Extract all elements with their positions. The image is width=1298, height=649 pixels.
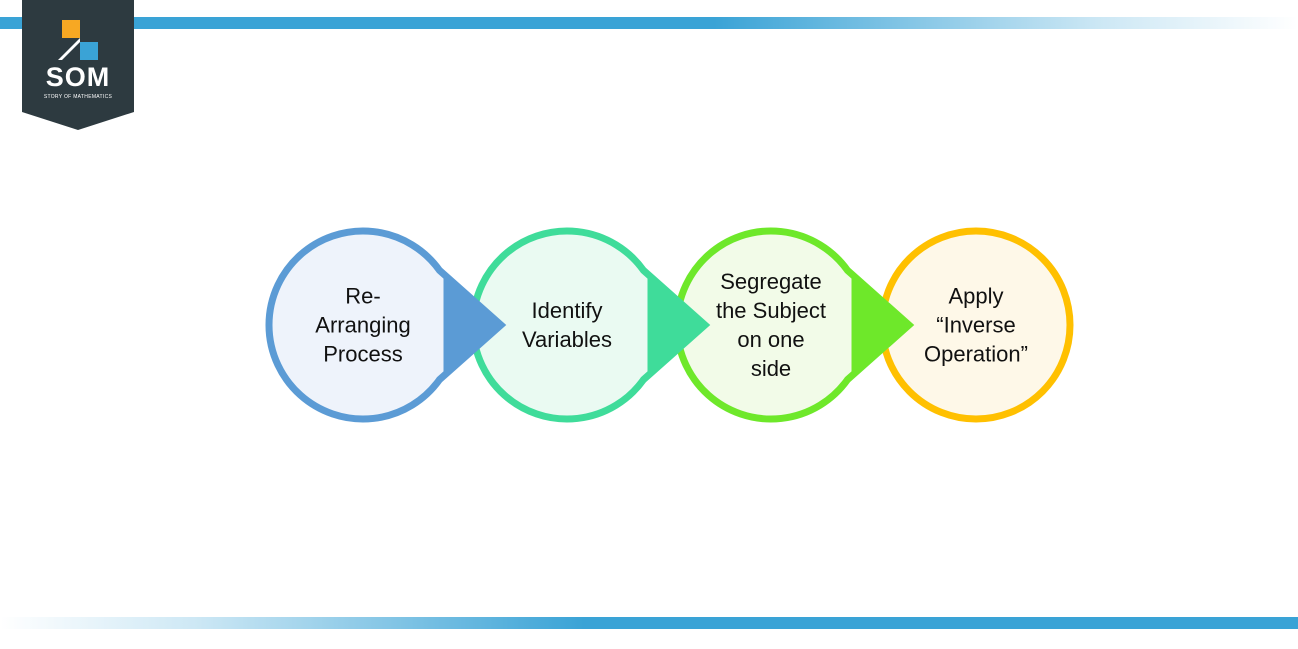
- step-label-line: the Subject: [715, 298, 827, 323]
- logo-white-slash: [58, 38, 80, 60]
- step-label-line: Segregate: [720, 269, 822, 294]
- logo-tagline: STORY OF MATHEMATICS: [43, 94, 113, 100]
- process-step-1: [265, 227, 507, 423]
- step-shape: [265, 227, 507, 423]
- logo-badge-shape: [22, 0, 134, 130]
- step-label-line: on one: [737, 327, 805, 352]
- step-label-line: “Inverse: [936, 312, 1016, 338]
- step-label-line: Identify: [531, 298, 603, 323]
- step-label-line: Arranging: [315, 312, 411, 338]
- step-label-line: Re-: [345, 283, 381, 309]
- logo-orange-curve: [62, 20, 80, 38]
- step-label-line: Process: [323, 341, 403, 367]
- step-label-line: Operation”: [924, 341, 1028, 367]
- step-label-3: Segregate the Subject on one side: [696, 267, 846, 383]
- step-label-line: Variables: [521, 327, 613, 352]
- step-arrow-tip: [443, 276, 499, 374]
- logo-name: SOM: [45, 62, 111, 92]
- step-arrow-tip: [851, 276, 907, 374]
- bottom-accent-bar: [0, 617, 1298, 629]
- step-label-line: Apply: [948, 283, 1004, 309]
- process-step-3: [673, 227, 915, 423]
- step-arrow-tip: [647, 276, 703, 374]
- step-label-line: side: [750, 356, 792, 381]
- top-accent-bar: [0, 17, 1298, 29]
- som-logo: SOM STORY OF MATHEMATICS: [22, 0, 134, 130]
- logo-blue-shape: [80, 42, 98, 60]
